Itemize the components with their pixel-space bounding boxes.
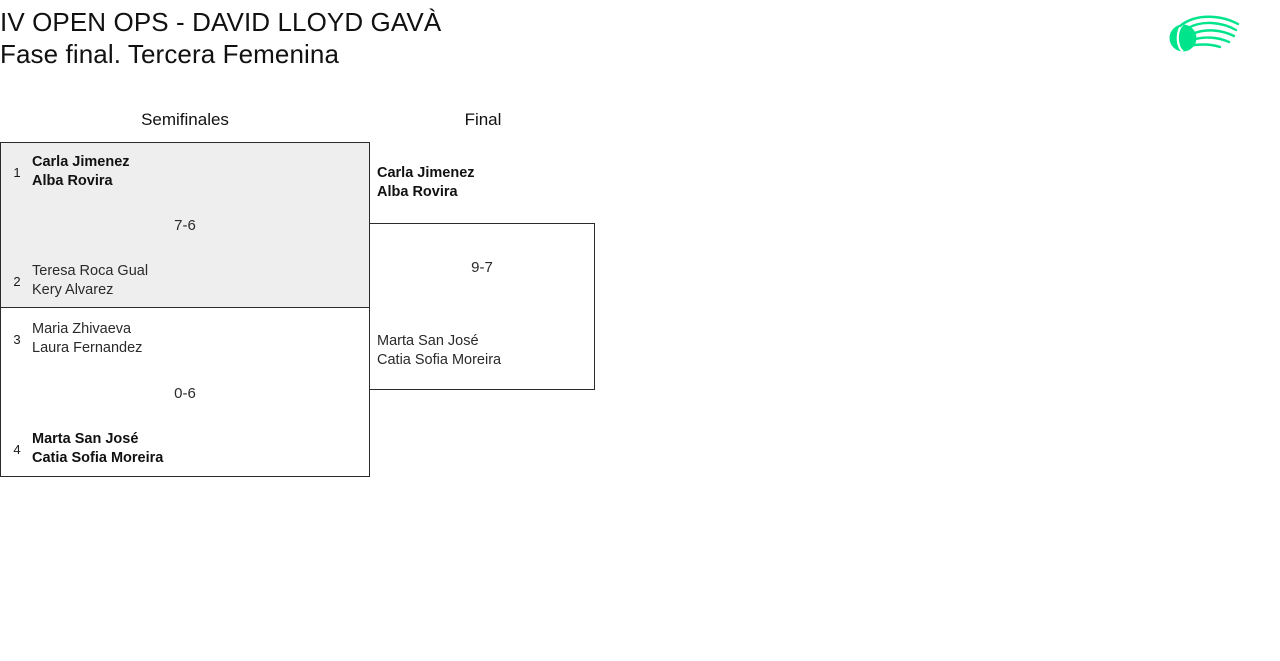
phase-title: Fase final. Tercera Femenina xyxy=(0,39,340,69)
player-name: Kery Alvarez xyxy=(32,282,114,298)
round-header-final: Final xyxy=(464,110,502,129)
player-name: Maria Zhivaeva xyxy=(32,321,132,337)
player-name: Catia Sofia Moreira xyxy=(377,352,502,368)
match-final[interactable]: 9-7 xyxy=(369,223,595,390)
team-row[interactable]: 2 Teresa Roca Gual Kery Alvarez xyxy=(10,262,148,300)
final-runnerup-names: Marta San José Catia Sofia Moreira xyxy=(377,332,501,370)
seed-number: 1 xyxy=(13,164,21,180)
page-header: IV OPEN OPS - DAVID LLOYD GAVÀ Fase fina… xyxy=(0,6,1180,70)
match-semifinal-1[interactable]: 1 Carla Jimenez Alba Rovira 7-6 2 Teresa… xyxy=(0,142,370,308)
tournament-title: IV OPEN OPS - DAVID LLOYD GAVÀ xyxy=(0,7,442,37)
player-name: Alba Rovira xyxy=(32,173,113,189)
match-score: 7-6 xyxy=(174,217,196,234)
final-winner-names: Carla Jimenez Alba Rovira xyxy=(377,164,475,202)
team-names: Maria Zhivaeva Laura Fernandez xyxy=(32,320,142,358)
team-names: Marta San José Catia Sofia Moreira xyxy=(32,430,163,468)
team-names: Carla Jimenez Alba Rovira xyxy=(32,153,130,191)
team-row[interactable]: 3 Maria Zhivaeva Laura Fernandez xyxy=(10,320,142,358)
team-row[interactable]: 4 Marta San José Catia Sofia Moreira xyxy=(10,430,163,468)
player-name: Laura Fernandez xyxy=(32,340,143,356)
player-name: Marta San José xyxy=(377,333,479,349)
match-score: 9-7 xyxy=(471,259,493,276)
player-name: Marta San José xyxy=(32,431,139,447)
player-name: Alba Rovira xyxy=(377,184,458,200)
seed-number: 3 xyxy=(13,331,21,347)
tennis-ball-swoosh-logo xyxy=(1166,14,1242,58)
player-name: Carla Jimenez xyxy=(32,154,130,170)
team-names: Teresa Roca Gual Kery Alvarez xyxy=(32,262,148,300)
player-name: Teresa Roca Gual xyxy=(32,263,149,279)
seed-number: 2 xyxy=(13,273,21,289)
team-row[interactable]: 1 Carla Jimenez Alba Rovira xyxy=(10,153,130,191)
round-header-semifinales: Semifinales xyxy=(141,110,229,129)
seed-number: 4 xyxy=(13,441,21,457)
player-name: Carla Jimenez xyxy=(377,165,475,181)
player-name: Catia Sofia Moreira xyxy=(32,450,164,466)
match-semifinal-2[interactable]: 3 Maria Zhivaeva Laura Fernandez 0-6 4 M… xyxy=(0,307,370,477)
match-score: 0-6 xyxy=(174,385,196,402)
